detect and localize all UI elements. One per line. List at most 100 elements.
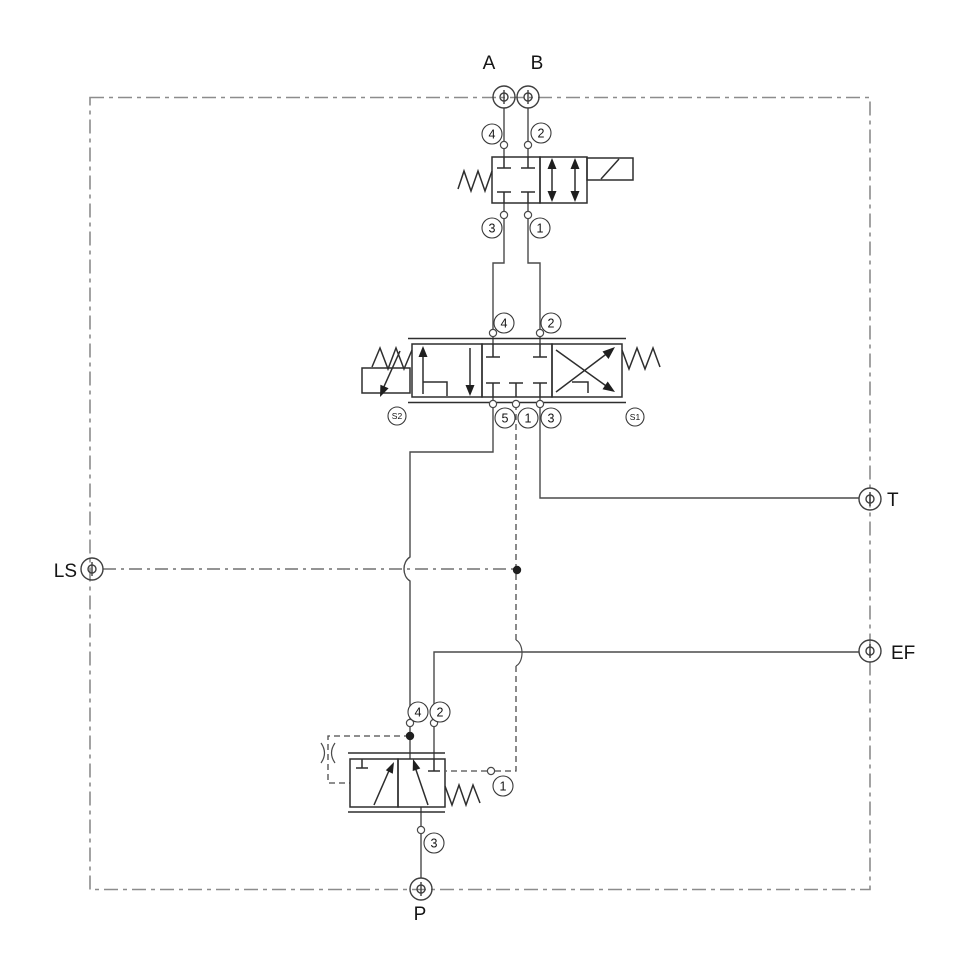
selector-solenoid	[586, 157, 634, 181]
arrowhead	[547, 158, 557, 169]
compensator-port-2: 2	[429, 701, 451, 723]
port-marker	[511, 399, 521, 409]
circuit-lines	[403, 108, 859, 878]
arrowhead	[570, 158, 580, 169]
main-solenoid-arrow-shaft	[381, 350, 401, 392]
svg-text:2: 2	[437, 706, 444, 720]
label-port-a: A	[483, 53, 496, 74]
pilot-down-to-comp1	[495, 666, 517, 772]
port-marker	[488, 399, 498, 409]
svg-text:1: 1	[537, 222, 544, 236]
main-port-4: 4	[493, 312, 515, 334]
svg-text:1: 1	[500, 780, 507, 794]
compensator-right-flow	[413, 759, 440, 806]
svg-text:S1: S1	[630, 412, 641, 422]
compensator-position-right	[397, 758, 446, 808]
compensator-port-1: 1	[492, 775, 514, 797]
selector-solenoid-slash	[600, 158, 620, 180]
selector-blocked-stubs	[497, 157, 535, 203]
selector-flow-lines	[551, 166, 576, 194]
pilot-comp-left-loop	[327, 735, 410, 784]
selector-position-flow	[539, 156, 588, 204]
main-position-right	[551, 343, 623, 398]
main-solenoid-s2-label: S2	[387, 406, 407, 426]
main-port-5: 5	[494, 407, 516, 429]
port-marker	[416, 825, 426, 835]
svg-text:2: 2	[548, 317, 555, 331]
svg-text:5: 5	[502, 412, 509, 426]
label-port-ls: LS	[54, 561, 77, 582]
port-p-symbol	[409, 877, 433, 901]
selector-valve	[457, 156, 634, 204]
main-spring-left	[371, 345, 413, 372]
main-port-1: 1	[517, 407, 539, 429]
port-marker	[499, 210, 509, 220]
main-solenoid-s1-label: S1	[625, 407, 645, 427]
selector-port-3: 3	[481, 217, 503, 239]
svg-text:4: 4	[415, 706, 422, 720]
junction-comp-pilot	[405, 731, 415, 741]
port-marker	[535, 399, 545, 409]
port-ef-symbol	[858, 639, 882, 663]
selector-port-4: 4	[481, 123, 503, 145]
svg-text:3: 3	[431, 837, 438, 851]
line-main3-to-tank	[539, 397, 859, 499]
port-marker	[499, 140, 509, 150]
main-spring-right	[621, 345, 661, 372]
svg-text:3: 3	[548, 412, 555, 426]
main-valve-rails	[408, 337, 626, 404]
label-port-ef: EF	[891, 643, 915, 664]
junction-ls-pilot	[512, 565, 522, 575]
port-ls-symbol	[80, 557, 104, 581]
compensator-port-3: 3	[423, 832, 445, 854]
svg-text:S2: S2	[392, 411, 403, 421]
arrowhead	[602, 381, 615, 392]
svg-text:2: 2	[538, 127, 545, 141]
external-port-labels: A B T EF LS P	[54, 53, 916, 925]
line-main5-to-compensator4	[403, 397, 494, 759]
main-port-2: 2	[540, 312, 562, 334]
svg-text:4: 4	[501, 317, 508, 331]
line-compensator2-to-ef	[433, 651, 859, 759]
arrowhead	[602, 347, 615, 359]
pilot-lines	[320, 404, 523, 784]
main-port-3: 3	[540, 407, 562, 429]
main-left-flow-lines	[422, 348, 471, 396]
numbered-port-labels: 4 2 3 1 4 2 5 1 3 S2 S1 4 2 1 3	[387, 122, 645, 854]
orifice-left-arc	[320, 742, 326, 764]
arrowhead	[380, 384, 389, 397]
arrowhead	[570, 191, 580, 202]
compensator-spring	[444, 782, 481, 808]
port-marker	[405, 718, 415, 728]
main-center-blocked-stubs	[486, 344, 547, 397]
system-envelope-boundary	[89, 96, 871, 891]
label-port-b: B	[531, 53, 544, 74]
port-t-symbol	[858, 487, 882, 511]
arrowhead	[412, 759, 421, 771]
compensator-left-flow	[356, 759, 392, 806]
selector-spring	[457, 168, 493, 194]
selector-port-2: 2	[530, 122, 552, 144]
label-port-p: P	[414, 904, 427, 925]
port-marker	[523, 140, 533, 150]
selector-position-blocked	[491, 156, 541, 204]
svg-text:4: 4	[489, 128, 496, 142]
svg-text:3: 3	[489, 222, 496, 236]
arrowhead	[418, 346, 428, 357]
arrowhead	[385, 762, 394, 774]
arrowhead	[465, 385, 475, 396]
port-marker	[488, 328, 498, 338]
port-marker	[523, 210, 533, 220]
orifice-right-arc	[330, 742, 336, 764]
port-markers	[405, 140, 545, 835]
line-selector3-to-main4	[492, 203, 505, 344]
port-b-symbol	[516, 85, 540, 109]
compensator-rails	[348, 752, 445, 813]
compensator-port-4: 4	[407, 701, 429, 723]
external-ports	[80, 85, 882, 901]
pilot-jump-over-ef	[515, 639, 523, 667]
port-marker	[535, 328, 545, 338]
line-selector1-to-main2	[527, 203, 541, 344]
